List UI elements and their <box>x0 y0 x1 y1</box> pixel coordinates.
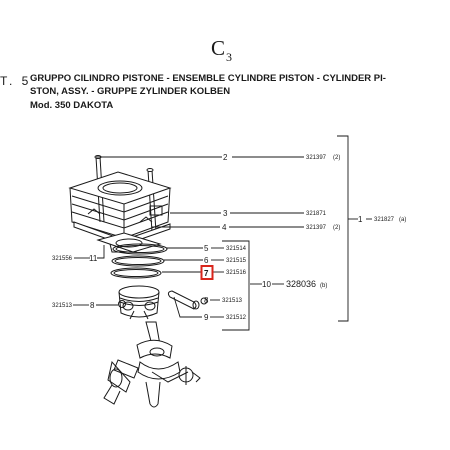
ref-10: 10 <box>262 280 271 289</box>
ref-6: 6 <box>204 256 209 265</box>
gasket-icon <box>96 232 162 253</box>
crankshaft-icon <box>103 321 201 408</box>
code-6: 321515 <box>226 258 247 264</box>
ref-5: 5 <box>204 244 209 253</box>
leader-lines <box>73 156 372 318</box>
note-2: (2) <box>333 155 340 161</box>
piston-pin-icon <box>167 290 200 310</box>
ref-3: 3 <box>223 209 228 218</box>
code-8-left: 321513 <box>52 303 73 309</box>
code-10: 328036 <box>286 279 316 289</box>
piston-ring-icon <box>110 243 168 279</box>
code-7: 321516 <box>226 270 247 276</box>
ref-8-right: 8 <box>204 296 209 305</box>
code-2: 321397 <box>306 155 327 161</box>
note-1: (a) <box>399 217 406 223</box>
code-3: 321871 <box>306 211 327 217</box>
ref-7: 7 <box>204 269 209 278</box>
part-codes: 321397 (2) 321871 321397 (2) 321514 3215… <box>52 155 406 321</box>
code-11: 321556 <box>52 256 73 262</box>
page-title-line-1: GRUPPO CILINDRO PISTONE - ENSEMBLE CYLIN… <box>30 73 386 84</box>
code-5: 321514 <box>226 246 247 252</box>
code-8-right: 321513 <box>222 298 243 304</box>
ref-9: 9 <box>204 313 209 322</box>
reference-numbers: 2 3 4 5 6 7 8 9 8 11 10 1 <box>89 153 363 322</box>
ref-4: 4 <box>222 223 227 232</box>
ref-11: 11 <box>89 254 98 263</box>
code-1: 321827 <box>374 217 395 223</box>
ref-8-left: 8 <box>90 301 95 310</box>
page-title-line-2: STON, ASSY. - GRUPPE ZYLINDER KOLBEN <box>30 86 231 97</box>
section-number: T. 5 <box>0 74 32 88</box>
ref-1: 1 <box>358 215 363 224</box>
highlight-box <box>200 265 214 280</box>
ref-2: 2 <box>223 153 228 162</box>
note-10: (b) <box>320 283 327 289</box>
code-4: 321397 <box>306 225 327 231</box>
circlip-icon <box>118 297 208 308</box>
code-9: 321512 <box>226 315 247 321</box>
note-4: (2) <box>333 225 340 231</box>
page-code: C3 <box>211 36 234 64</box>
model-name: Mod. 350 DAKOTA <box>30 100 114 111</box>
piston-icon <box>118 285 160 320</box>
group-brackets <box>222 135 349 331</box>
